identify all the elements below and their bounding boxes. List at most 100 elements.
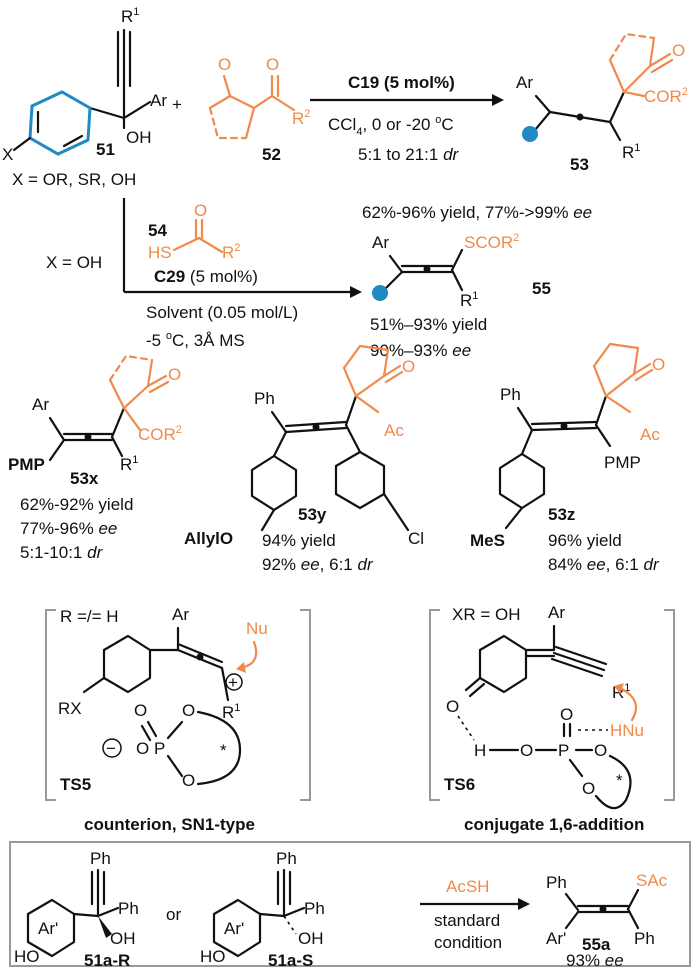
- or-text: or: [166, 905, 181, 924]
- hs-label: HS: [148, 243, 172, 262]
- substrate-51: R1 Ar OH X 51 X = OR, SR, OH: [2, 6, 167, 189]
- condition-line-1: standard: [434, 911, 500, 930]
- compound-label-55: 55: [532, 279, 551, 298]
- cor2-label: COR2: [138, 424, 182, 444]
- blue-aryl-marker: [522, 126, 538, 142]
- compound-label-54: 54: [148, 221, 167, 240]
- oxo-o-label: O: [560, 705, 573, 724]
- yield-53y: 94% yield: [262, 531, 336, 550]
- ee-dr-53z: 84% ee, 6:1 dr: [548, 555, 660, 574]
- ts6-label: TS6: [444, 775, 475, 794]
- conditions-1: CCl4, 0 or -20 oC: [328, 114, 454, 138]
- yield-53z: 96% yield: [548, 531, 622, 550]
- oh-label: OH: [126, 128, 152, 147]
- compound-label-53y: 53y: [298, 505, 327, 524]
- chiral-star: *: [616, 771, 623, 790]
- ar-prime-label: Ar': [224, 919, 244, 938]
- phosphate-minus: −: [106, 739, 116, 758]
- ar-label: Ar: [172, 605, 189, 624]
- acyl-o: O: [266, 55, 279, 74]
- ar-label: Ar: [516, 73, 533, 92]
- r1-label: R1: [622, 142, 640, 162]
- r2-label: R2: [292, 108, 310, 128]
- ph-label-2: Ph: [118, 899, 139, 918]
- ketone-o: O: [168, 365, 181, 384]
- dr-53x: 5:1-10:1 dr: [20, 543, 104, 562]
- yield-53: 62%-96% yield, 77%->99% ee: [362, 203, 592, 222]
- thioacid-o: O: [194, 201, 207, 220]
- x-label: X: [2, 145, 13, 164]
- ho-label: HO: [14, 947, 40, 966]
- ester-o-label: O: [520, 741, 533, 760]
- temperature-condition: -5 oC, 3Å MS: [146, 330, 245, 350]
- ketone-o: O: [218, 55, 231, 74]
- example-53y: Ph AllylO Cl O Ac 53y 94% yield 92% ee, …: [184, 344, 424, 574]
- compound-label-53z: 53z: [548, 505, 575, 524]
- ester-o-label-2: O: [182, 771, 195, 790]
- ring-o-label: O: [594, 741, 607, 760]
- product-55a: Ph Ar' SAc Ph 55a 93% ee: [546, 871, 668, 970]
- scor2-label: SCOR2: [464, 232, 519, 252]
- oh-label: OH: [298, 929, 324, 948]
- ar-prime-label: Ar': [546, 929, 566, 948]
- ee-55a: 93% ee: [566, 951, 624, 970]
- allyloxy-label: AllylO: [184, 529, 233, 548]
- transition-state-ts6: XR = OH Ar R1 O H O P O O O * HNu TS6 co…: [429, 603, 675, 834]
- ee-dr-53y: 92% ee, 6:1 dr: [262, 555, 374, 574]
- ar-label: Ar: [150, 91, 167, 110]
- phosphorus-label: P: [154, 739, 165, 758]
- phosphorus-label: P: [558, 741, 569, 760]
- compound-label-53x: 53x: [70, 469, 99, 488]
- compound-label-55a: 55a: [582, 935, 611, 954]
- pmp-label: PMP: [8, 455, 45, 474]
- ee-53x: 77%-96% ee: [20, 519, 117, 538]
- catalyst-c19: C19 (5 mol%): [348, 73, 455, 92]
- mes-label: MeS: [470, 531, 505, 550]
- ts6-condition: XR = OH: [452, 605, 521, 624]
- rx-label: RX: [58, 699, 82, 718]
- ar-label: Ar: [32, 395, 49, 414]
- oxo-o-label: O: [134, 701, 147, 720]
- r1-label: R1: [121, 6, 139, 26]
- cor2-label: COR2: [644, 86, 688, 106]
- ho-label: HO: [200, 947, 226, 966]
- chiral-star: *: [220, 741, 227, 760]
- transition-state-ts5: R =/= H Ar Nu + R1 RX O O P O − O * TS5 …: [45, 605, 311, 834]
- ac-label: Ac: [384, 421, 404, 440]
- pmp-label: PMP: [604, 453, 641, 472]
- r1-label: R1: [460, 290, 478, 310]
- ts5-label: TS5: [60, 775, 91, 794]
- yield-53x: 62%-92% yield: [20, 495, 133, 514]
- x-equals-oh: X = OH: [46, 253, 102, 272]
- ph-label: Ph: [500, 385, 521, 404]
- ketone-o: O: [672, 41, 685, 60]
- catalyst-c29: C29 (5 mol%): [154, 267, 258, 286]
- ee-55: 90%–93% ee: [370, 341, 471, 360]
- ring-o-label-2: O: [582, 779, 595, 798]
- r1-label: R1: [120, 454, 138, 474]
- ketone-o: O: [652, 355, 665, 374]
- blue-aryl-marker: [372, 285, 388, 301]
- compound-label-51a-S: 51a-S: [268, 951, 313, 970]
- yield-55: 51%–93% yield: [370, 315, 487, 334]
- h-label: H: [474, 741, 486, 760]
- ph-label: Ph: [90, 849, 111, 868]
- plus-sign: +: [172, 95, 182, 114]
- ac-label: Ac: [640, 425, 660, 444]
- condition-line-2: condition: [434, 933, 502, 952]
- ar-prime-label: Ar': [38, 919, 58, 938]
- carbocation-plus: +: [228, 673, 238, 692]
- ph-label: Ph: [546, 873, 567, 892]
- ts6-caption: conjugate 1,6-addition: [464, 815, 644, 834]
- r1-label: R1: [222, 702, 240, 722]
- example-53x: Ar PMP R1 O COR2 53x 62%-92% yield 77%-9…: [8, 354, 182, 562]
- ar-label: Ar: [372, 233, 389, 252]
- r2-label: R2: [222, 242, 240, 262]
- example-53z: Ph MeS PMP O Ac 53z 96% yield 84% ee, 6:…: [470, 342, 665, 574]
- ph-label-2: Ph: [304, 899, 325, 918]
- reaction-arrow-1: C19 (5 mol%) CCl4, 0 or -20 oC 5:1 to 21…: [310, 73, 504, 164]
- compound-label-51: 51: [96, 140, 115, 159]
- solvent-condition: Solvent (0.05 mol/L): [146, 303, 298, 322]
- product-55: Ar SCOR2 R1 55 51%–93% yield 90%–93% ee: [370, 232, 551, 360]
